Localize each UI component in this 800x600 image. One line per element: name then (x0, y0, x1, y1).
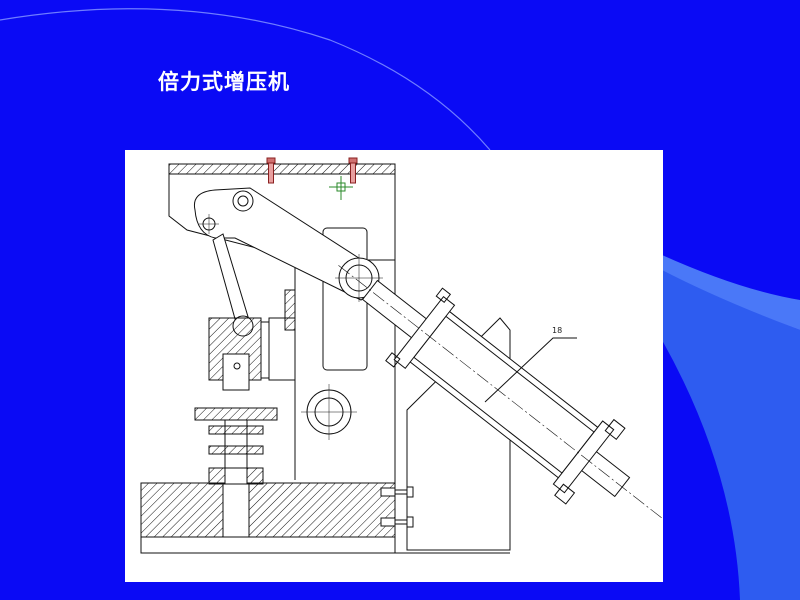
slide-title: 倍力式增压机 (158, 70, 290, 94)
toggle-press-drawing (140, 157, 663, 554)
background-arc-line (0, 8, 491, 151)
background-swoosh-highlight (662, 255, 800, 330)
connecting-rod (212, 233, 250, 327)
background-swoosh-shape (662, 255, 800, 600)
crosshair-marker (329, 176, 353, 200)
ram-column (194, 289, 296, 485)
pivot-pin-top (232, 190, 254, 212)
hydraulic-cylinder (338, 265, 663, 531)
base-bolts (380, 486, 414, 528)
part-leader-line (484, 337, 577, 403)
part-number-label: 18 (552, 326, 563, 335)
top-bolts (266, 157, 358, 184)
technical-drawing-panel: 18 (125, 150, 663, 582)
top-plate (168, 163, 396, 175)
base-plate (140, 482, 396, 538)
